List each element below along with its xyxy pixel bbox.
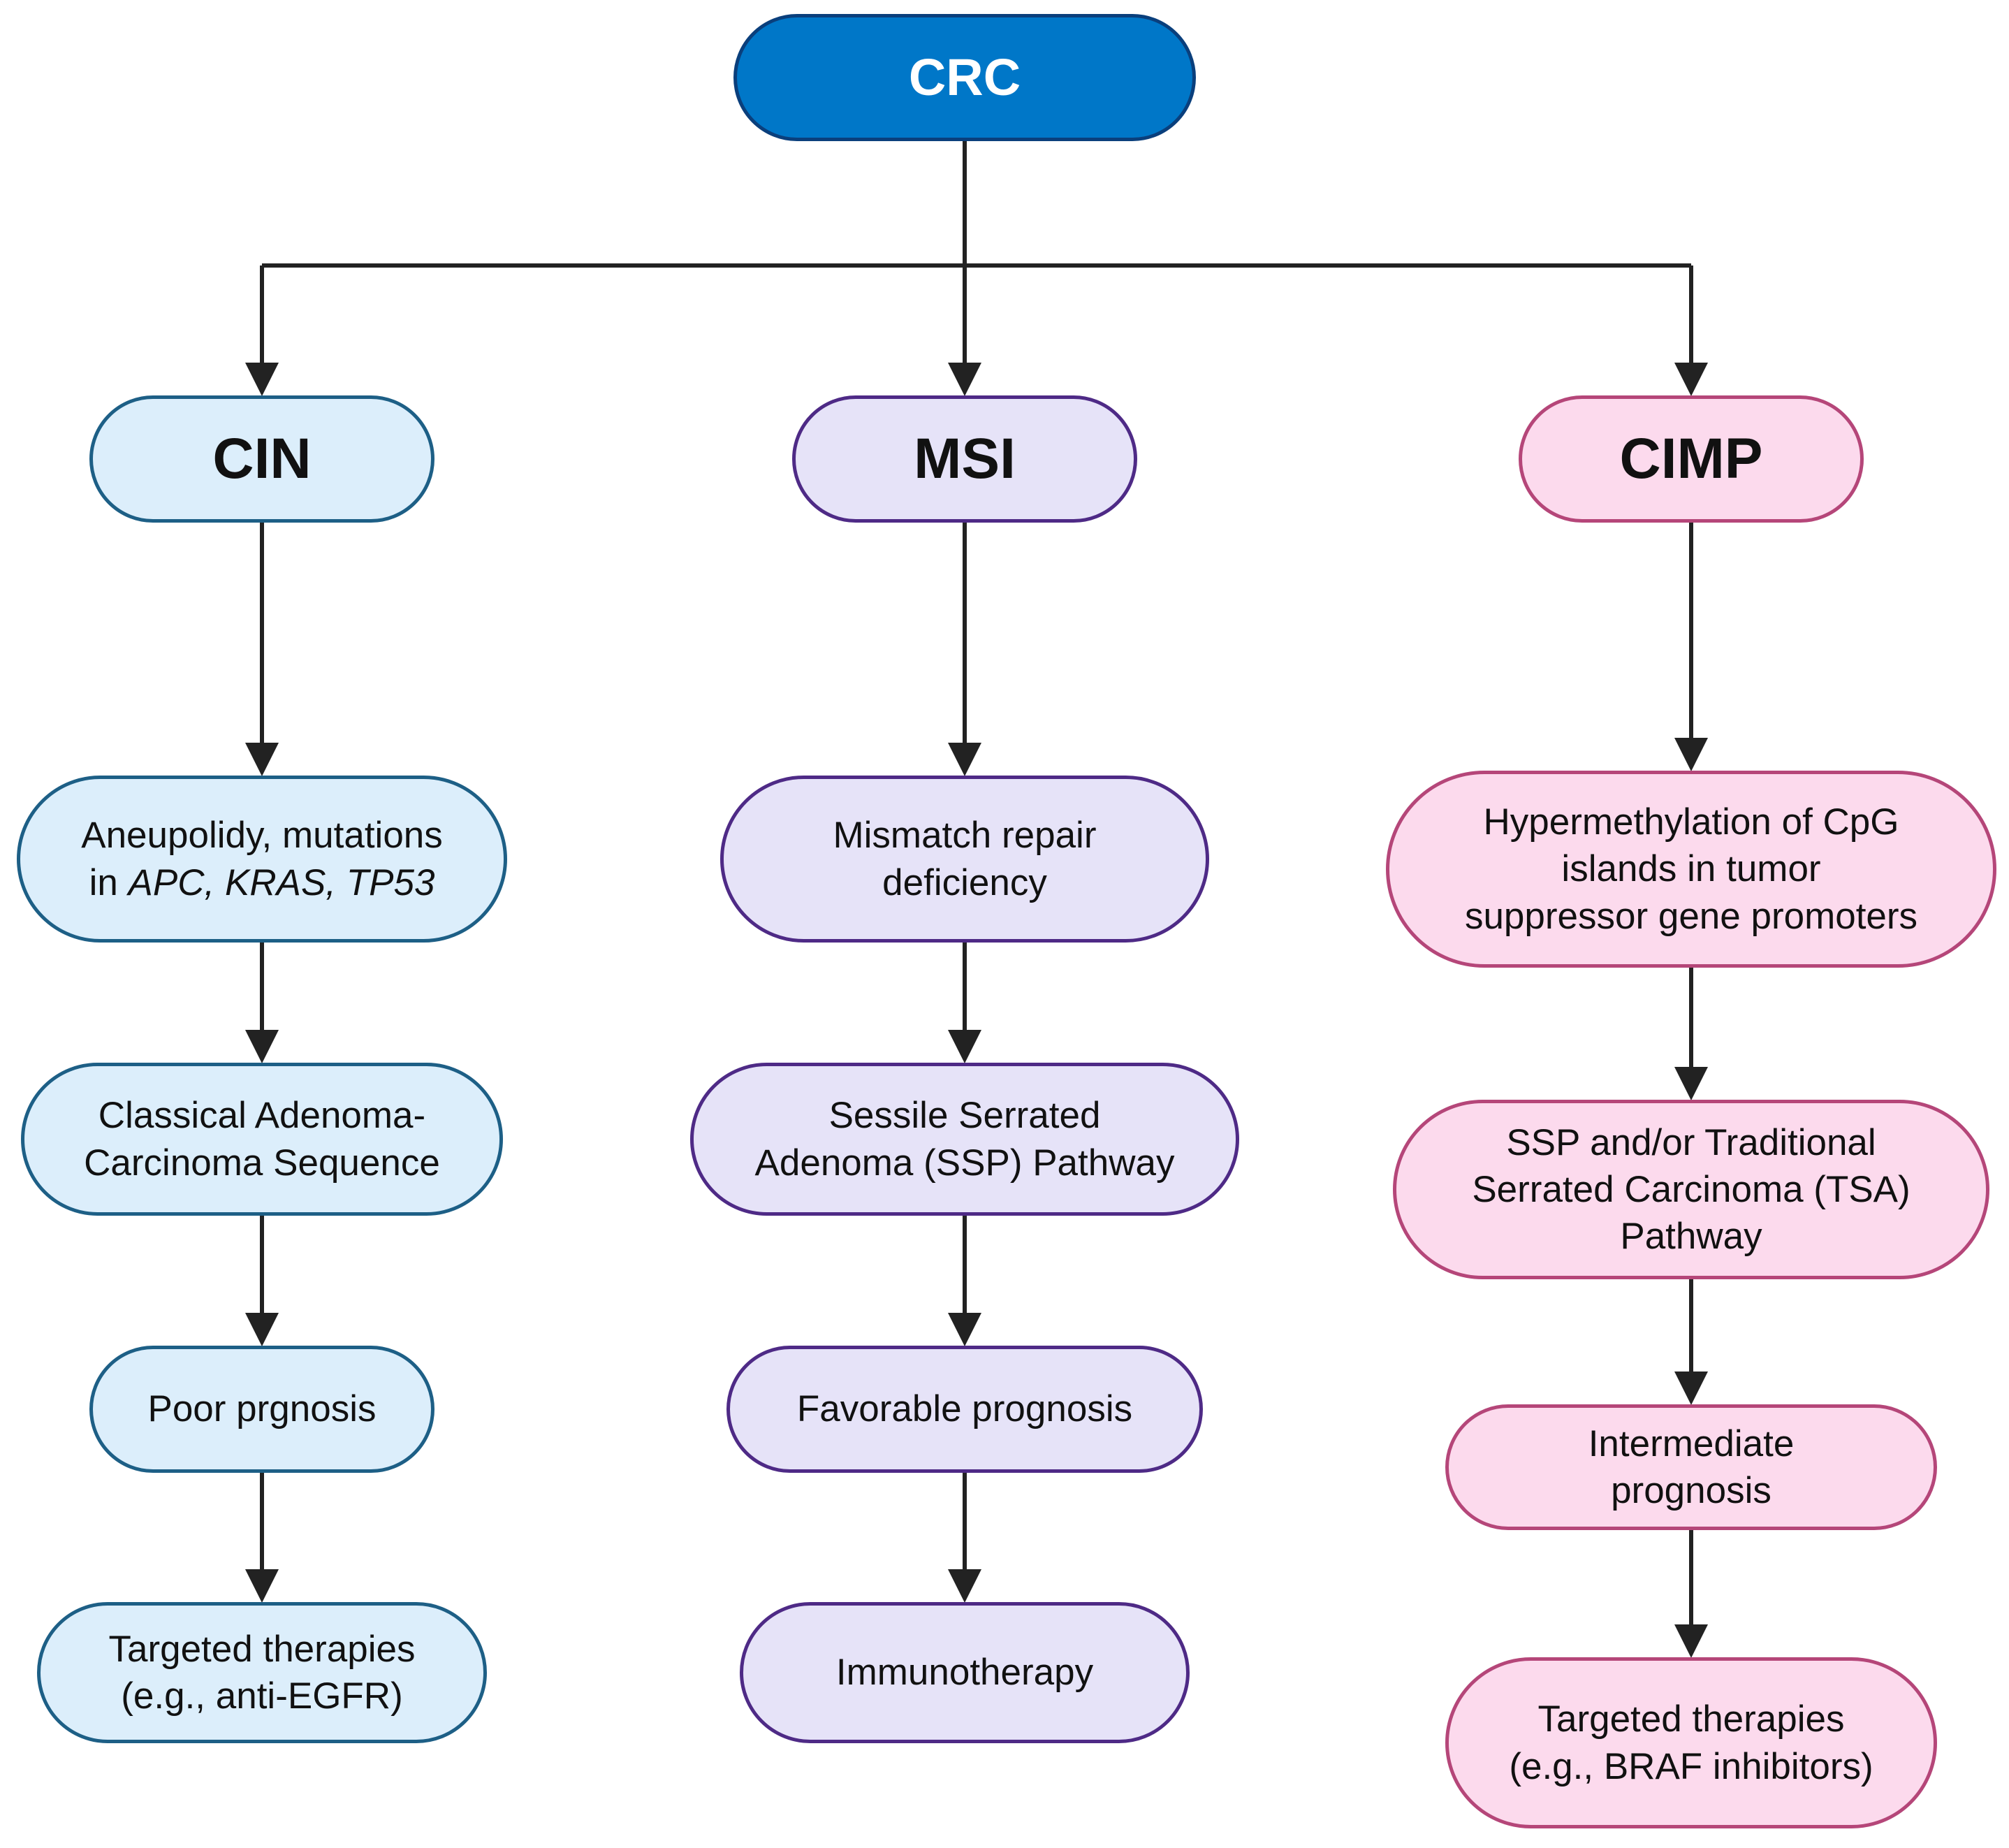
msi-step-1: Mismatch repair deficiency (720, 776, 1209, 943)
cimp-step-2: SSP and/or Traditional Serrated Carcinom… (1393, 1100, 1989, 1279)
msi-step-2: Sessile Serrated Adenoma (SSP) Pathway (690, 1063, 1239, 1216)
cimp-step-3: Intermediate prognosis (1445, 1404, 1937, 1530)
cimp-step-1-line-2: islands in tumor (1561, 848, 1821, 890)
cimp-step-3-line-2: prognosis (1611, 1470, 1771, 1511)
msi-step-1-line-2: deficiency (882, 861, 1047, 903)
msi-step-3: Favorable prognosis (726, 1346, 1203, 1473)
cimp-label: CIMP (1619, 426, 1763, 490)
cimp-step-4: Targeted therapies (e.g., BRAF inhibitor… (1445, 1657, 1937, 1828)
cin-step-1-genes: APC, KRAS, TP53 (128, 861, 435, 903)
cin-step-4-line-1: Targeted therapies (108, 1628, 416, 1670)
cin-step-2-line-1: Classical Adenoma- (98, 1095, 426, 1137)
cimp-step-2-line-2: Serrated Carcinoma (TSA) (1472, 1168, 1911, 1210)
branch-node-cin: CIN (89, 395, 434, 523)
branch-node-msi: MSI (792, 395, 1137, 523)
branch-node-cimp: CIMP (1519, 395, 1864, 523)
cin-step-2-line-2: Carcinoma Sequence (84, 1142, 440, 1184)
cin-step-2: Classical Adenoma- Carcinoma Sequence (21, 1063, 503, 1216)
cimp-step-3-line-1: Intermediate (1588, 1423, 1795, 1464)
msi-step-2-line-2: Adenoma (SSP) Pathway (754, 1142, 1175, 1184)
cin-step-1: Aneupolidy, mutations in APC, KRAS, TP53 (17, 776, 507, 943)
msi-step-4: Immunotherapy (740, 1602, 1190, 1743)
cimp-step-4-line-2: (e.g., BRAF inhibitors) (1509, 1745, 1873, 1787)
root-node-crc: CRC (733, 14, 1196, 141)
msi-step-3-line-1: Favorable prognosis (796, 1388, 1133, 1430)
cin-label: CIN (212, 426, 312, 490)
root-label: CRC (908, 48, 1021, 107)
cimp-step-1: Hypermethylation of CpG islands in tumor… (1386, 771, 1996, 968)
cimp-step-4-line-1: Targeted therapies (1537, 1698, 1845, 1740)
msi-step-4-line-1: Immunotherapy (835, 1652, 1094, 1694)
cin-step-1-line-2-prefix: in (89, 861, 129, 903)
cimp-step-1-line-1: Hypermethylation of CpG (1483, 801, 1899, 843)
msi-step-1-line-1: Mismatch repair (833, 815, 1097, 857)
cin-step-3-line-1: Poor prgnosis (147, 1388, 377, 1430)
cimp-step-2-line-3: Pathway (1620, 1216, 1762, 1258)
cin-step-4: Targeted therapies (e.g., anti-EGFR) (37, 1602, 487, 1743)
cimp-step-2-line-1: SSP and/or Traditional (1506, 1121, 1876, 1163)
cin-step-3: Poor prgnosis (89, 1346, 434, 1473)
cin-step-4-line-2: (e.g., anti-EGFR) (121, 1675, 403, 1717)
cimp-step-1-line-3: suppressor gene promoters (1464, 895, 1918, 937)
cin-step-1-line-1: Aneupolidy, mutations (81, 815, 443, 857)
msi-step-2-line-1: Sessile Serrated (828, 1095, 1101, 1137)
msi-label: MSI (914, 426, 1016, 490)
